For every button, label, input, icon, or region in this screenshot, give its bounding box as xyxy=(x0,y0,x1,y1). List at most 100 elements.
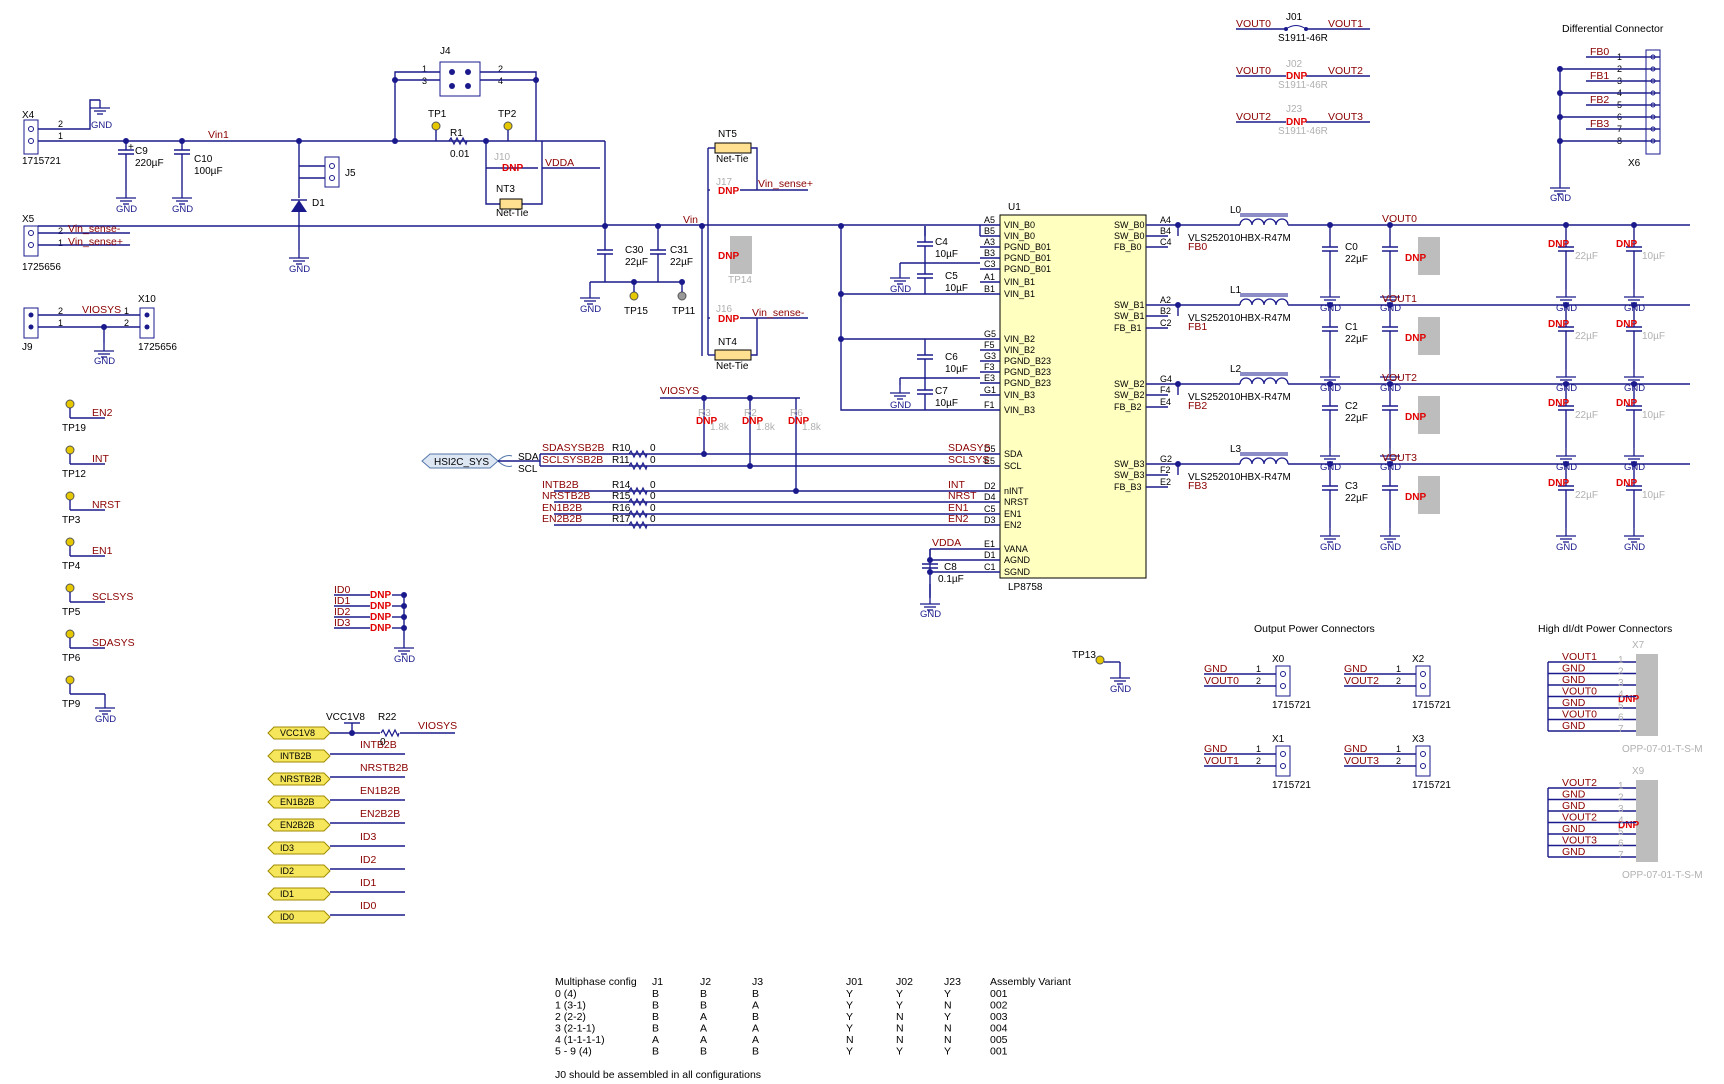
testpoint-net: NRST xyxy=(92,499,121,511)
ic-pin-num: E2 xyxy=(1160,477,1171,487)
port-net: ID3 xyxy=(360,831,377,843)
net-vin1: Vin1 xyxy=(208,129,229,141)
cap-value: 22µF xyxy=(1575,410,1598,421)
ic-pin-num: B5 xyxy=(984,226,995,236)
table-cell: B xyxy=(652,1023,659,1035)
table-cell: B xyxy=(752,988,759,1000)
svg-text:DNP: DNP xyxy=(718,251,739,262)
port-label: NRSTB2B xyxy=(280,774,322,784)
testpoint-ref: TP3 xyxy=(62,515,81,526)
pin-num: 3 xyxy=(1618,678,1624,689)
cap-value: 22µF xyxy=(1345,493,1368,504)
signal-net: EN2B2B xyxy=(542,513,582,525)
svg-text:TP15: TP15 xyxy=(624,306,648,317)
hd-net: VOUT0 xyxy=(1562,709,1597,721)
resistor-ref: R15 xyxy=(612,491,631,502)
hd-net: VOUT0 xyxy=(1562,686,1597,698)
ic-pin-num: C4 xyxy=(1160,237,1172,247)
hd-net: VOUT3 xyxy=(1562,835,1597,847)
fb-net: FB1 xyxy=(1188,321,1207,333)
svg-text:10µF: 10µF xyxy=(945,364,968,375)
table-cell: A xyxy=(752,1034,759,1046)
vout-net: VOUT2 xyxy=(1382,372,1417,384)
table-cell: 0 (4) xyxy=(555,988,577,1000)
resistor-value: 0 xyxy=(650,443,656,454)
svg-text:VIOSYS: VIOSYS xyxy=(82,304,121,316)
svg-text:R1: R1 xyxy=(450,128,463,139)
svg-text:J10: J10 xyxy=(494,152,511,163)
svg-text:C7: C7 xyxy=(935,386,948,397)
svg-text:1725656: 1725656 xyxy=(22,262,61,273)
gnd-label: GND xyxy=(394,654,415,665)
signal-net: NRSTB2B xyxy=(542,490,590,502)
cap-value: 22µF xyxy=(1575,490,1598,501)
table-cell: Y xyxy=(846,1046,853,1058)
table-cell: Y xyxy=(846,988,853,1000)
connector-ref: X3 xyxy=(1412,734,1425,745)
ic-pin-name: SW_B2 xyxy=(1114,379,1145,389)
table-cell: 003 xyxy=(990,1011,1008,1023)
hd-net: VOUT1 xyxy=(1562,651,1597,663)
port-net: ID1 xyxy=(360,877,377,889)
connector-part: 1715721 xyxy=(1412,780,1451,791)
svg-text:J9: J9 xyxy=(22,342,33,353)
ic-signal-net: EN1 xyxy=(948,502,969,514)
port-net: EN2B2B xyxy=(360,808,400,820)
ic-pin-num: B1 xyxy=(984,284,995,294)
output-connector xyxy=(1275,745,1291,777)
gnd-net: GND xyxy=(1344,663,1368,675)
testpoint-ref: TP6 xyxy=(62,653,81,664)
resistor-value: 0 xyxy=(650,455,656,466)
cap-value: 22µF xyxy=(1345,413,1368,424)
testpoint-net: EN1 xyxy=(92,545,113,557)
dnp-label: DNP xyxy=(1548,478,1569,489)
table-cell: A xyxy=(700,1023,707,1035)
ic-pin-num: D5 xyxy=(984,444,996,454)
svg-text:R2: R2 xyxy=(744,408,757,419)
svg-text:2: 2 xyxy=(498,64,503,74)
resistor-ref: R14 xyxy=(612,480,631,491)
svg-text:VOUT2: VOUT2 xyxy=(1328,65,1363,77)
inductor-ref: L2 xyxy=(1230,364,1242,375)
table-cell: A xyxy=(652,1034,659,1046)
ic-pin-name: FB_B2 xyxy=(1114,402,1142,412)
table-cell: B xyxy=(752,1046,759,1058)
ic-pin-name: SW_B3 xyxy=(1114,470,1145,480)
ic-pin-name: SW_B1 xyxy=(1114,300,1145,310)
svg-text:S1911-46R: S1911-46R xyxy=(1278,33,1328,44)
dnp-label: DNP xyxy=(1616,398,1637,409)
ic-pin-num: B2 xyxy=(1160,306,1171,316)
pin-num: 1 xyxy=(1256,744,1261,754)
ic-pin-num: E4 xyxy=(1160,397,1171,407)
dnp-label: DNP xyxy=(370,590,391,601)
hd-net: GND xyxy=(1562,800,1586,812)
ic-pin-num: G1 xyxy=(984,385,996,395)
testpoint-ref: TP12 xyxy=(62,469,86,480)
table-note: J0 should be assembled in all configurat… xyxy=(555,1069,761,1081)
ic-pin-num: F5 xyxy=(984,340,995,350)
hd-net: VOUT2 xyxy=(1562,777,1597,789)
svg-text:J4: J4 xyxy=(440,46,451,57)
ic-pin-num: G2 xyxy=(1160,454,1172,464)
gnd-label: GND xyxy=(95,714,116,725)
ic-pin-num: A2 xyxy=(1160,295,1171,305)
table-cell: B xyxy=(700,1000,707,1012)
output-connector xyxy=(1415,745,1431,777)
svg-text:DNP: DNP xyxy=(742,416,763,427)
fb-net: FB1 xyxy=(1590,70,1609,82)
svg-text:C30: C30 xyxy=(625,245,644,256)
svg-text:GND: GND xyxy=(172,204,193,215)
fb-net: FB2 xyxy=(1188,400,1207,412)
svg-text:Vin_sense-: Vin_sense- xyxy=(752,307,805,319)
svg-text:Vin_sense+: Vin_sense+ xyxy=(758,178,813,190)
table-cell: N xyxy=(846,1034,854,1046)
table-cell: Y xyxy=(846,1000,853,1012)
pin-num: 7 xyxy=(1618,724,1624,735)
ic-ref: U1 xyxy=(1008,202,1021,213)
inductor-part: VLS252010HBX-R47M xyxy=(1188,472,1291,483)
svg-text:TP11: TP11 xyxy=(672,306,696,317)
